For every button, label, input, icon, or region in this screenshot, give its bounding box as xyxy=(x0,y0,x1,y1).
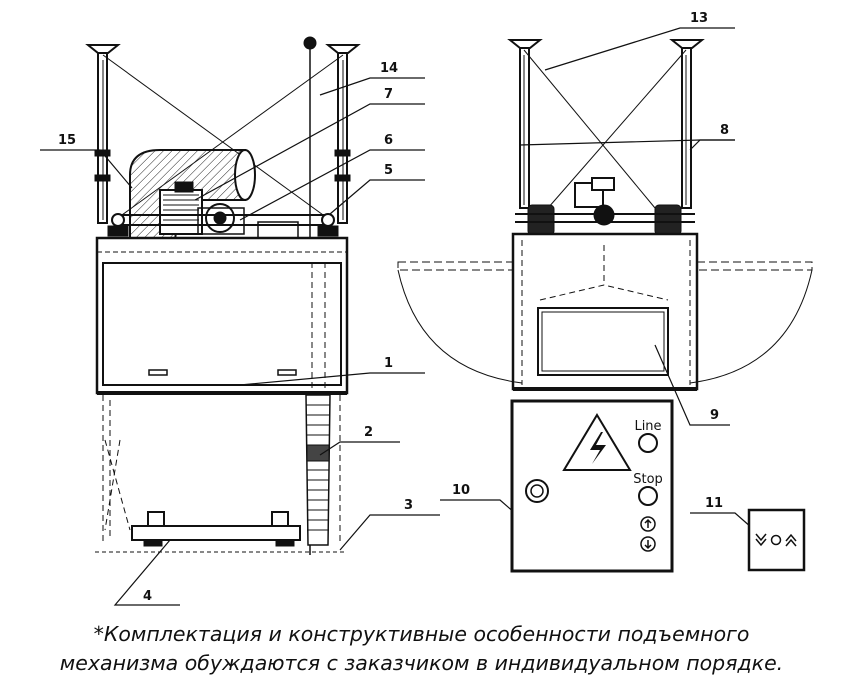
caption-line-2: механизма обуждаются с заказчиком в инди… xyxy=(59,651,784,675)
platform xyxy=(131,511,301,547)
bellows xyxy=(305,394,331,546)
ceiling-mount-front-left xyxy=(507,39,543,209)
callout-8: 8 xyxy=(720,123,729,138)
ceiling-mount-right xyxy=(325,44,361,224)
motor xyxy=(159,189,203,235)
callout-labels: 15 14 7 6 5 1 2 3 4 13 8 9 10 11 xyxy=(58,11,729,604)
callout-4: 4 xyxy=(143,589,152,604)
callout-10: 10 xyxy=(452,483,470,498)
control-panel: Line Stop xyxy=(510,399,674,573)
callout-6: 6 xyxy=(384,133,393,148)
callout-2: 2 xyxy=(364,425,373,440)
chevron-down-circle-chevron-up-icon[interactable] xyxy=(755,533,797,547)
callout-7: 7 xyxy=(384,87,393,102)
lifting-mechanism-diagram: Line Stop 15 14 7 6 5 1 2 3 4 13 8 xyxy=(40,11,813,606)
callout-13: 13 xyxy=(690,11,708,26)
callout-1: 1 xyxy=(384,356,393,371)
remote-control xyxy=(747,508,806,572)
side-view xyxy=(40,36,440,606)
stop-button[interactable] xyxy=(638,486,658,506)
callout-9: 9 xyxy=(710,408,719,423)
housing xyxy=(95,236,349,395)
callout-15: 15 xyxy=(58,133,76,148)
line-label: Line xyxy=(634,419,661,434)
arrow-down-circle-icon[interactable] xyxy=(640,536,656,552)
caption-line-1: *Комплектация и конструктивные особеннос… xyxy=(93,622,750,646)
ceiling-mount-left xyxy=(85,44,121,224)
rotary-switch-icon xyxy=(525,479,549,503)
callout-11: 11 xyxy=(705,496,723,511)
high-voltage-warning-icon xyxy=(562,413,632,471)
rod-ball xyxy=(303,36,317,50)
front-view xyxy=(397,27,813,536)
stop-label: Stop xyxy=(633,472,663,487)
arrow-up-circle-icon[interactable] xyxy=(640,516,656,532)
callout-3: 3 xyxy=(404,498,413,513)
line-button[interactable] xyxy=(638,433,658,453)
callout-14: 14 xyxy=(380,61,398,76)
ceiling-mount-front-right xyxy=(669,39,705,209)
callout-5: 5 xyxy=(384,163,393,178)
